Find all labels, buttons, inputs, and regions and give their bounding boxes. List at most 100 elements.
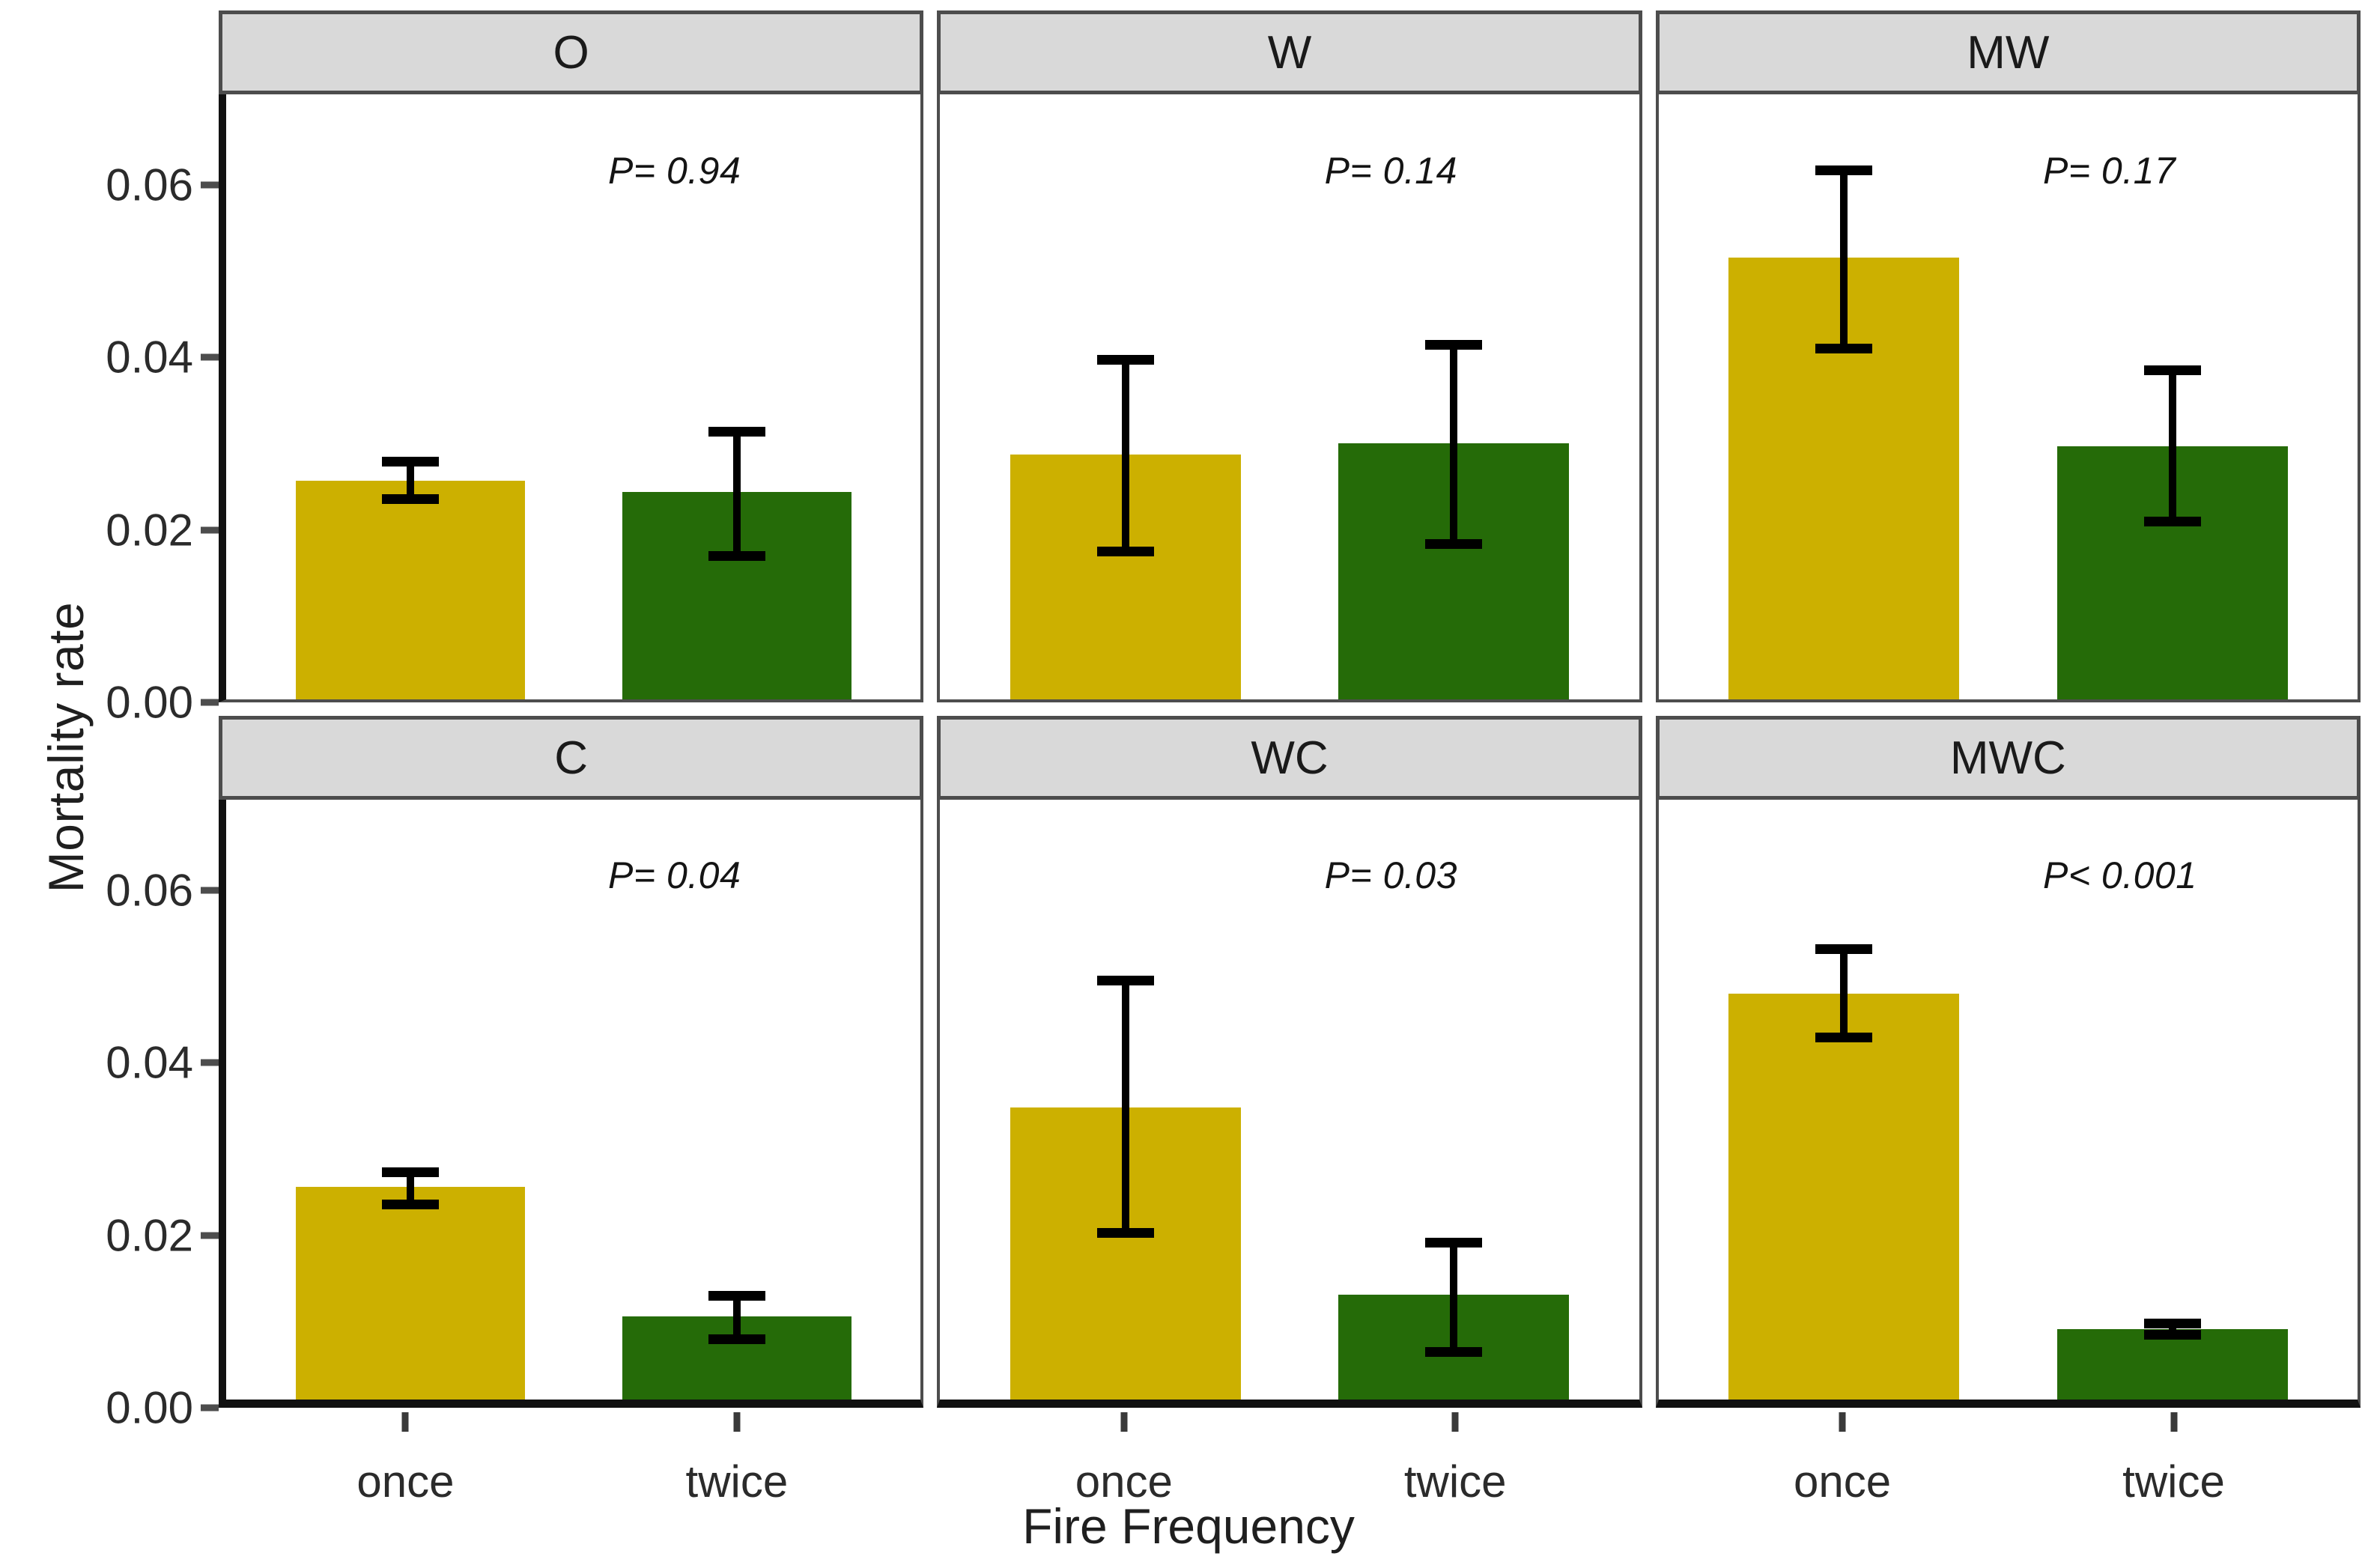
facet-strip-label: W (937, 10, 1642, 94)
bar-twice[interactable] (2056, 1328, 2288, 1400)
y-axis-tick-mark (201, 1404, 219, 1411)
error-bar-cap-bottom (1425, 1347, 1483, 1358)
x-axis-tick-label: once (356, 1456, 455, 1507)
error-bar-cap-bottom (1096, 1228, 1154, 1239)
y-axis-tick-mark (201, 353, 219, 361)
bar-layer: P= 0.03 (940, 800, 1639, 1400)
error-bar-cap-top (2143, 365, 2201, 376)
y-axis-tick-label: 0.04 (106, 332, 193, 383)
error-bar-cap-top (1425, 339, 1483, 350)
p-value-annotation: P= 0.17 (2042, 149, 2176, 192)
x-axis-tick-label: twice (685, 1456, 789, 1507)
error-bar-cap-bottom (708, 1334, 765, 1345)
x-axis-tick-label: once (1075, 1456, 1173, 1507)
error-bar-cap-top (381, 1167, 439, 1177)
x-axis-tick-label: twice (2122, 1456, 2225, 1507)
y-axis-tick-label: 0.04 (106, 1037, 193, 1088)
facet-strip-label: WC (937, 716, 1642, 800)
error-bar-cap-bottom (1815, 1032, 1872, 1042)
plot-area: P= 0.17 (1655, 94, 2361, 702)
y-axis-tick-mark (201, 1232, 219, 1239)
plot-area: P= 0.04 (219, 800, 924, 1408)
facet-strip-label: MW (1655, 10, 2361, 94)
facet-panel-o: O P= 0.94 (219, 10, 924, 702)
error-bar-cap-bottom (381, 1199, 439, 1209)
error-bar-cap-bottom (1425, 539, 1483, 550)
plot-area: P= 0.94 (219, 94, 924, 702)
error-bar-cap-bottom (2143, 1330, 2201, 1340)
y-axis-tick-mark (201, 526, 219, 534)
y-axis-tick-mark (201, 181, 219, 189)
p-value-annotation: P= 0.14 (1324, 149, 1457, 192)
x-axis-tick-mark (401, 1412, 409, 1432)
error-bar-cap-top (381, 456, 439, 467)
error-bar-cap-top (2143, 1319, 2201, 1329)
error-bar-stem (1121, 976, 1129, 1239)
bar-layer: P= 0.94 (226, 94, 920, 699)
error-bar-stem (1450, 339, 1458, 550)
error-bar-cap-bottom (2143, 516, 2201, 526)
bar-once[interactable] (295, 1186, 525, 1400)
error-bar-stem (2168, 1319, 2176, 1340)
error-bar-stem (1121, 355, 1129, 556)
y-axis-tick-label: 0.06 (106, 865, 193, 916)
error-bar-cap-bottom (1096, 546, 1154, 556)
x-axis-tick-mark (2170, 1412, 2178, 1432)
y-axis-tick-mark (201, 887, 219, 894)
x-axis-tick-group: once twice (937, 1412, 1642, 1507)
y-axis-tick-label: 0.06 (106, 159, 193, 210)
x-axis-tick-mark (1451, 1412, 1459, 1432)
error-bar-cap-bottom (381, 493, 439, 504)
x-axis-tick-mark (1120, 1412, 1128, 1432)
facet-panel-wc: WC P= 0.03 (937, 716, 1642, 1408)
error-bar-cap-top (1425, 1238, 1483, 1248)
facet-strip-label: MWC (1655, 716, 2361, 800)
facet-strip-label: C (219, 716, 924, 800)
x-axis-tick-group: once twice (219, 1412, 923, 1507)
bar-once[interactable] (295, 480, 525, 699)
error-bar-cap-top (1096, 976, 1154, 986)
facet-strip-label: O (219, 10, 924, 94)
p-value-annotation: P= 0.03 (1324, 854, 1457, 897)
y-axis-tick-mark (201, 699, 219, 706)
error-bar-cap-top (708, 426, 765, 437)
plot-area: P= 0.03 (937, 800, 1642, 1408)
x-axis-tick-mark (733, 1412, 741, 1432)
y-axis-tick-label: 0.00 (106, 1382, 193, 1433)
error-bar-cap-bottom (708, 551, 765, 562)
facet-panel-mw: MW P= 0.17 (1655, 10, 2361, 702)
bar-layer: P< 0.001 (1659, 800, 2358, 1400)
y-axis-tick-group: 0.00 0.02 0.04 0.06 (0, 94, 219, 728)
facet-panel-mwc: MWC P< 0.001 (1655, 716, 2361, 1408)
x-axis-title: Fire Frequency (1022, 1498, 1355, 1554)
error-bar-stem (732, 1290, 741, 1345)
error-bar-cap-top (708, 1290, 765, 1301)
x-axis-tick-group: once twice (1656, 1412, 2361, 1507)
y-axis-tick-label: 0.02 (106, 1210, 193, 1261)
error-bar-cap-top (1096, 355, 1154, 365)
error-bar-stem (732, 426, 741, 562)
x-axis-tick-label: twice (1403, 1456, 1507, 1507)
error-bar-cap-bottom (1815, 344, 1872, 354)
p-value-annotation: P< 0.001 (2042, 854, 2197, 897)
plot-area: P= 0.14 (937, 94, 1642, 702)
facet-panel-w: W P= 0.14 (937, 10, 1642, 702)
error-bar-stem (1839, 944, 1848, 1042)
x-axis-tick-label: once (1794, 1456, 1892, 1507)
x-axis-tick-mark (1839, 1412, 1846, 1432)
p-value-annotation: P= 0.94 (608, 149, 741, 192)
error-bar-stem (406, 456, 414, 504)
error-bar-cap-top (1815, 165, 1872, 176)
bar-once[interactable] (1728, 994, 1959, 1400)
bar-layer: P= 0.17 (1659, 94, 2358, 699)
facet-panel-c: C P= 0.04 (219, 716, 924, 1408)
y-axis-tick-label: 0.02 (106, 505, 193, 556)
y-axis-tick-mark (201, 1059, 219, 1066)
p-value-annotation: P= 0.04 (608, 854, 741, 897)
error-bar-stem (406, 1167, 414, 1209)
y-axis-tick-label: 0.00 (106, 677, 193, 728)
error-bar-stem (2168, 365, 2176, 526)
error-bar-stem (1839, 165, 1848, 354)
